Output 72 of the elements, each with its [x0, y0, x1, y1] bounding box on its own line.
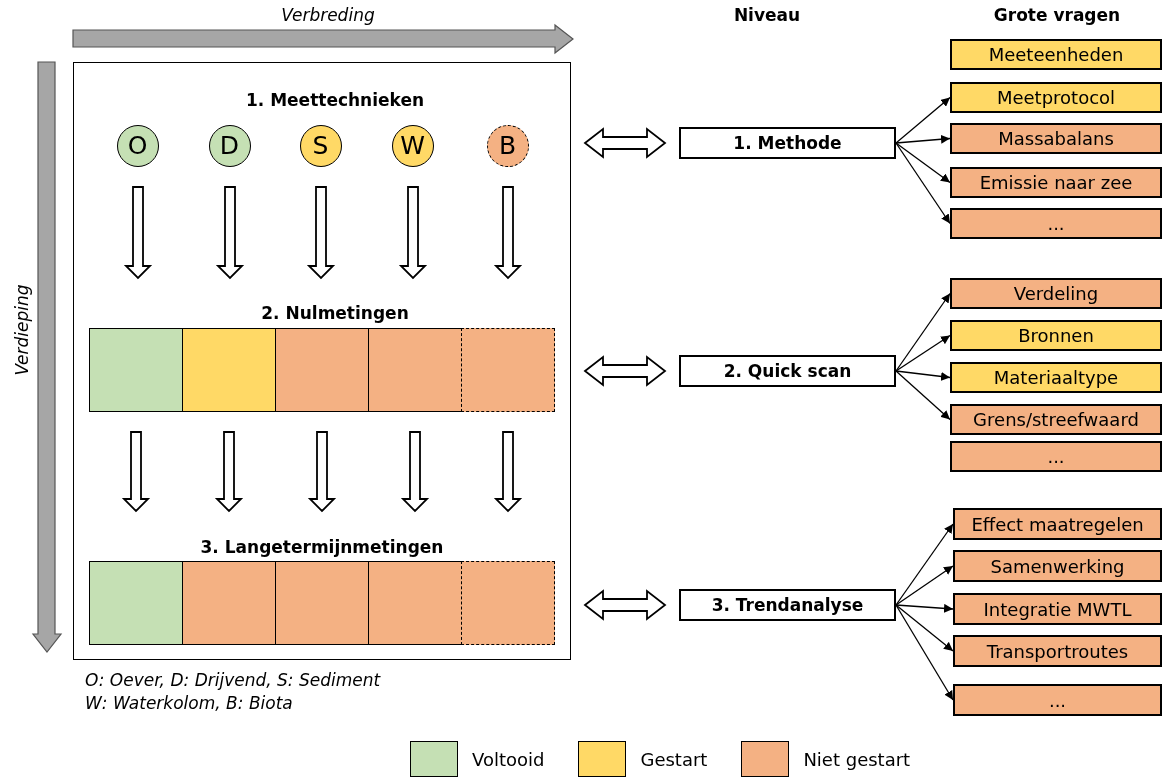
arrow [895, 134, 951, 144]
status-cell [88, 327, 183, 412]
question-box: Meeteenheden [950, 39, 1162, 70]
arrow [895, 96, 951, 144]
block-arrow [583, 355, 667, 387]
arrow [895, 523, 954, 606]
block-arrow [400, 431, 430, 513]
status-cell [274, 327, 369, 412]
status-cell [367, 560, 462, 645]
category-circle: W [391, 124, 434, 167]
category-circle: O [116, 124, 159, 167]
arrow [895, 604, 954, 652]
status-cell [274, 560, 369, 645]
footnote: W: Waterkolom, B: Biota [85, 693, 293, 713]
status-cell [181, 560, 276, 645]
category-circle: S [299, 124, 342, 167]
category-circle: D [208, 124, 251, 167]
question-box: ... [950, 208, 1162, 239]
block-arrow [306, 186, 336, 280]
status-cell [460, 327, 555, 412]
question-box: Verdeling [950, 278, 1162, 309]
question-box: Materiaaltype [950, 362, 1162, 393]
arrow [895, 603, 954, 613]
block-arrow [493, 186, 523, 280]
arrow [895, 142, 951, 184]
question-box: Massabalans [950, 123, 1162, 154]
level-box: 2. Quick scan [679, 355, 896, 387]
arrow [895, 370, 951, 381]
arrow [895, 142, 951, 225]
question-box: Bronnen [950, 320, 1162, 351]
arrow [895, 565, 954, 606]
block-arrow [583, 127, 667, 159]
block-arrow [583, 589, 667, 621]
status-cell [367, 327, 462, 412]
legend-label: Voltooid [472, 748, 545, 770]
axis-label: Verbreding [281, 5, 375, 25]
question-box: ... [950, 441, 1162, 472]
question-box: Integratie MWTL [953, 593, 1162, 625]
question-box: Transportroutes [953, 635, 1162, 667]
arrow [895, 334, 951, 372]
question-box: Grens/streefwaard [950, 404, 1162, 435]
block-arrow [307, 431, 337, 513]
column-heading: Niveau [733, 5, 801, 25]
block-arrow [493, 431, 523, 513]
stage-heading: 1. Meettechnieken [245, 90, 425, 110]
arrow [895, 292, 951, 372]
axis-label: Verdieping [12, 284, 32, 376]
arrow [895, 370, 951, 421]
frame-box [73, 62, 571, 660]
block-arrow [123, 186, 153, 280]
block-arrow [215, 186, 245, 280]
legend-label: Niet gestart [803, 748, 911, 770]
level-box: 1. Methode [679, 127, 896, 159]
block-arrow [214, 431, 244, 513]
category-circle: B [486, 124, 529, 167]
stage-heading: 2. Nulmetingen [261, 303, 409, 323]
question-box: Meetprotocol [950, 82, 1162, 113]
question-box: Samenwerking [953, 550, 1162, 582]
status-cell [181, 327, 276, 412]
question-box: Emissie naar zee [950, 167, 1162, 198]
status-cell [88, 560, 183, 645]
level-box: 3. Trendanalyse [679, 589, 896, 621]
status-cell [460, 560, 555, 645]
block-arrow [121, 431, 151, 513]
arrow [895, 604, 954, 701]
legend-label: Gestart [640, 748, 708, 770]
question-box: ... [953, 684, 1162, 716]
stage-heading: 3. Langetermijnmetingen [200, 537, 444, 557]
footnote: O: Oever, D: Drijvend, S: Sediment [85, 670, 381, 690]
column-heading: Grote vragen [993, 5, 1121, 25]
block-arrow [398, 186, 428, 280]
question-box: Effect maatregelen [953, 508, 1162, 540]
